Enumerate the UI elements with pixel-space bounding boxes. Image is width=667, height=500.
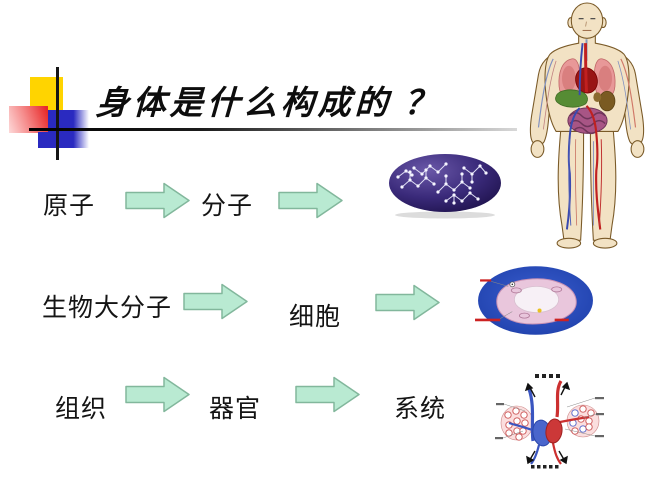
flow-arrow-icon: [125, 182, 190, 219]
label-tissue: 组织: [55, 396, 108, 423]
cell-diagram-image: [472, 263, 598, 339]
flow-arrow-icon: [125, 376, 190, 413]
flow-arrow-icon: [295, 376, 360, 413]
circulatory-system-image: [495, 371, 605, 471]
page-title: 身体是什么构成的 ？: [95, 86, 442, 122]
flow-arrow-icon: [375, 284, 440, 321]
deco-blue-square-small: [38, 132, 57, 148]
label-system: 系统: [394, 396, 447, 423]
label-cell: 细胞: [289, 304, 342, 331]
human-anatomy-illustration: [529, 2, 645, 249]
title-underline: [29, 128, 517, 131]
label-macromolecule: 生物大分子: [42, 295, 173, 322]
molecule-structure-image: [389, 154, 501, 219]
flow-arrow-icon: [278, 182, 343, 219]
label-molecule: 分子: [201, 193, 254, 220]
flow-arrow-icon: [183, 283, 248, 320]
label-organ: 器官: [209, 396, 262, 423]
label-atom: 原子: [43, 193, 96, 220]
deco-vertical-line: [56, 67, 59, 160]
